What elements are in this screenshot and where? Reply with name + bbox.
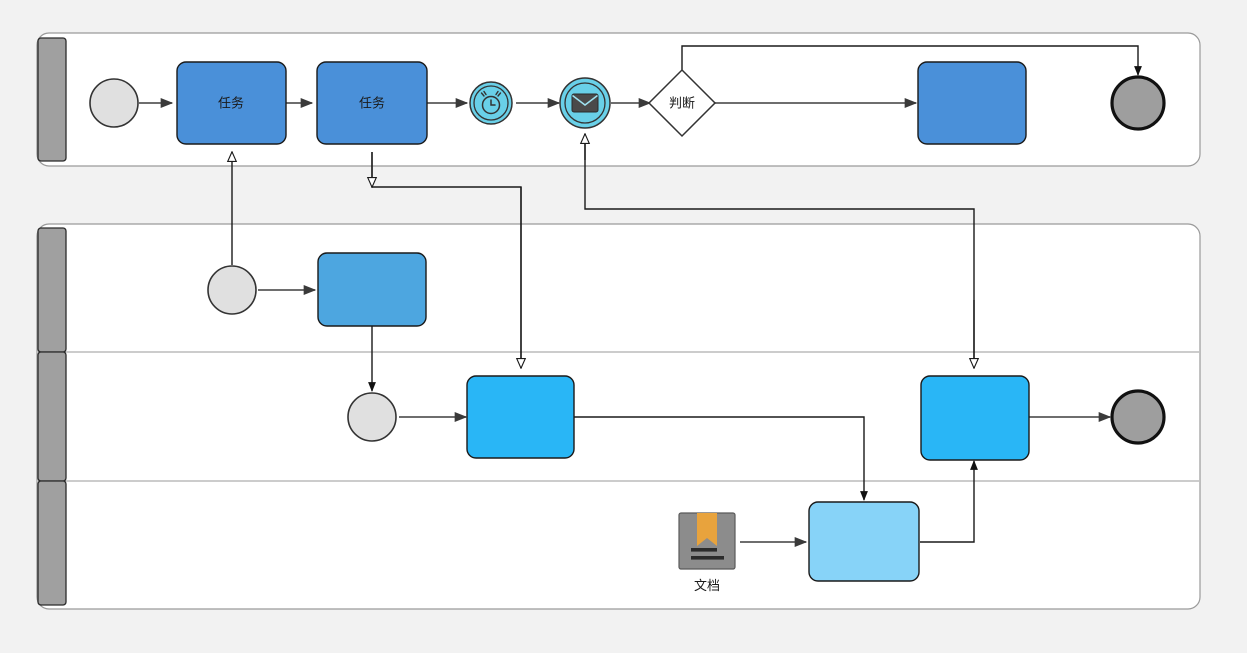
task-e[interactable] xyxy=(466,375,575,459)
gateway-label: 判断 xyxy=(669,95,695,110)
start-event-lane2[interactable] xyxy=(207,265,257,315)
task-f[interactable] xyxy=(920,375,1030,461)
task-b-box xyxy=(316,61,428,145)
task-g-box xyxy=(808,501,920,582)
task-e-box xyxy=(466,375,575,459)
document-label: 文档 xyxy=(694,578,720,593)
task-a-box xyxy=(176,61,287,145)
lane-3-header[interactable] xyxy=(37,351,67,482)
message-flow-msgevent-rail[interactable] xyxy=(584,134,975,368)
task-d-box xyxy=(317,252,427,327)
task-c-box xyxy=(917,61,1027,145)
task-a-label: 任务 xyxy=(218,95,244,110)
gateway-diamond xyxy=(647,68,717,138)
document-object[interactable]: 文档 xyxy=(678,512,736,593)
flow-gateway-to-end[interactable] xyxy=(681,45,1142,76)
task-g[interactable] xyxy=(808,501,920,582)
start-event-top[interactable] xyxy=(89,78,139,128)
end-event-lane3-circle xyxy=(1110,389,1166,445)
document-line-2 xyxy=(691,556,724,560)
end-event-circle xyxy=(1110,75,1166,131)
message-event[interactable] xyxy=(559,77,611,129)
task-d[interactable] xyxy=(317,252,427,327)
lane-1-header[interactable] xyxy=(37,37,67,162)
start-event-lane3[interactable] xyxy=(347,392,397,442)
sequence-flows xyxy=(139,45,1142,548)
end-event-top[interactable] xyxy=(1110,75,1166,131)
start-event-lane3-circle xyxy=(347,392,397,442)
envelope-icon xyxy=(571,93,599,113)
task-a[interactable]: 任务 xyxy=(176,61,287,145)
lane-4-header[interactable] xyxy=(37,480,67,606)
document-ribbon-icon xyxy=(697,513,717,546)
task-c[interactable] xyxy=(917,61,1027,145)
document-line-1 xyxy=(691,548,717,552)
flow-task-e-to-task-g[interactable] xyxy=(574,416,868,501)
task-b[interactable]: 任务 xyxy=(316,61,428,145)
task-f-box xyxy=(920,375,1030,461)
timer-event[interactable] xyxy=(469,81,513,125)
flow-task-g-to-task-f[interactable] xyxy=(920,460,978,543)
message-flows xyxy=(232,134,974,368)
alarm-clock-icon xyxy=(480,90,502,115)
gateway-decision[interactable]: 判断 xyxy=(647,68,717,138)
task-b-label: 任务 xyxy=(359,95,385,110)
end-event-lane3[interactable] xyxy=(1110,389,1166,445)
lane-2-header[interactable] xyxy=(37,227,67,353)
start-event-circle xyxy=(89,78,139,128)
start-event-lane2-circle xyxy=(207,265,257,315)
